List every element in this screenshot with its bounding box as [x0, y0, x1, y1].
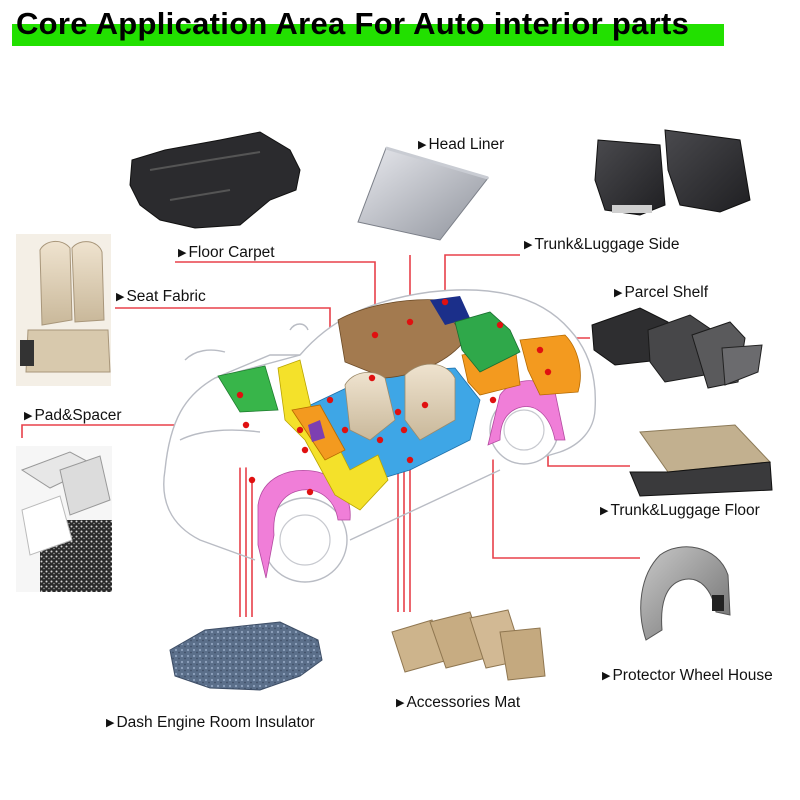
part-seat-rear: [404, 363, 456, 441]
accessories-mat-image: [391, 609, 546, 681]
part-purple: [308, 420, 325, 442]
label-accessories-mat: ▶Accessories Mat: [396, 694, 521, 711]
part-pink-front-wheelhouse: [257, 470, 351, 579]
part-seat-front: [344, 371, 396, 441]
title-highlight: [12, 24, 724, 46]
triangle-marker-icon: ▶: [600, 505, 609, 517]
label-floor-carpet: ▶Floor Carpet: [178, 244, 275, 261]
triangle-marker-icon: ▶: [418, 139, 427, 151]
part-pink-rear-wheelhouse: [487, 380, 566, 446]
part-yellow-firewall: [277, 359, 389, 511]
triangle-marker-icon: ▶: [396, 697, 405, 709]
parcel-shelf-image: [591, 307, 763, 389]
page-title: Core Application Area For Auto interior …: [16, 6, 690, 41]
pad-spacer-image: [16, 446, 112, 592]
floor-carpet-image: [129, 131, 301, 229]
head-liner-image: [357, 146, 489, 241]
label-protector-wheel-house: ▶Protector Wheel House: [602, 667, 773, 684]
label-pad-spacer: ▶Pad&Spacer: [24, 407, 122, 424]
triangle-marker-icon: ▶: [24, 410, 33, 422]
triangle-marker-icon: ▶: [524, 239, 533, 251]
triangle-marker-icon: ▶: [178, 247, 187, 259]
part-navy: [430, 296, 470, 325]
label-seat-fabric: ▶Seat Fabric: [116, 288, 206, 305]
triangle-marker-icon: ▶: [116, 291, 125, 303]
label-dash-engine-room-insulator: ▶Dash Engine Room Insulator: [106, 714, 315, 731]
part-green-dash: [217, 365, 279, 413]
trunk-luggage-side-image: [594, 129, 751, 216]
seat-fabric-image: [16, 234, 111, 386]
protector-wheel-house-image: [640, 546, 731, 641]
trunk-luggage-floor-image: [629, 424, 773, 497]
wheel-front: [262, 497, 348, 583]
dash-insulator-image: [169, 621, 323, 691]
label-head-liner: ▶Head Liner: [418, 136, 505, 153]
triangle-marker-icon: ▶: [614, 287, 623, 299]
part-green-parcel: [454, 311, 521, 373]
label-trunk-luggage-floor: ▶Trunk&Luggage Floor: [600, 502, 760, 519]
label-trunk-luggage-side: ▶Trunk&Luggage Side: [524, 236, 680, 253]
part-orange-trunk-floor: [519, 334, 581, 396]
triangle-marker-icon: ▶: [602, 670, 611, 682]
label-parcel-shelf: ▶Parcel Shelf: [614, 284, 709, 301]
markers: [236, 298, 552, 496]
triangle-marker-icon: ▶: [106, 717, 115, 729]
